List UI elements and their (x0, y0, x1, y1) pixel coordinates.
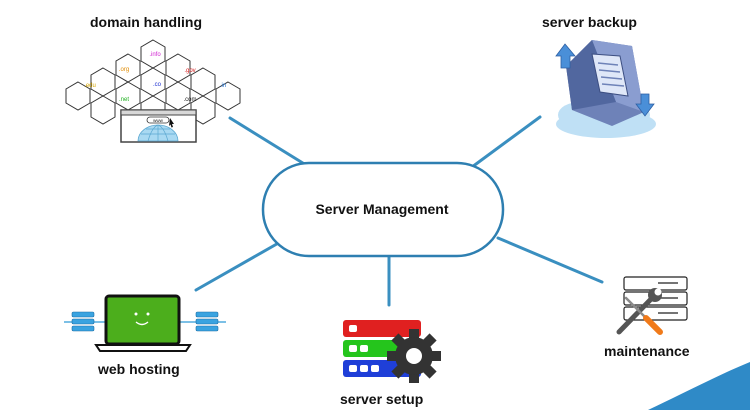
hexagon-domain-grid-icon: .info .org .gov .edu .co .in .net .com w… (65, 39, 241, 143)
wrench-icon (616, 288, 662, 335)
server-tools-icon (616, 276, 688, 335)
connectors (194, 115, 604, 307)
center-node (261, 161, 505, 258)
tld-gov: .gov (184, 68, 195, 74)
corner-accent-shape (648, 362, 750, 410)
tld-info: .info (149, 52, 161, 58)
cursor-icon (169, 118, 174, 128)
connector-maintenance (496, 236, 604, 284)
center-node-label: Server Management (315, 201, 449, 217)
maintenance-label: maintenance (604, 343, 690, 359)
connector-backup (470, 115, 542, 169)
tld-in: .in (220, 83, 226, 89)
server-backup-icon (555, 40, 656, 138)
server-setup-label: server setup (340, 391, 424, 407)
connector-domain (228, 116, 308, 167)
connector-hosting (194, 239, 284, 292)
tld-edu: .edu (84, 83, 96, 89)
laptop-hosting-icon (64, 294, 226, 352)
screwdriver-icon (624, 296, 663, 335)
tld-org: .org (119, 67, 129, 73)
tld-net: .net (119, 97, 129, 103)
tld-com: .com (183, 97, 196, 103)
domain-handling-label: domain handling (90, 14, 202, 30)
server-gear-icon (343, 320, 441, 383)
server-backup-label: server backup (542, 14, 637, 30)
browser-address-text: www (153, 118, 163, 123)
tld-co: .co (153, 82, 162, 88)
web-hosting-label: web hosting (98, 361, 180, 377)
upload-arrow-icon (555, 43, 576, 69)
download-arrow-icon (635, 93, 655, 117)
